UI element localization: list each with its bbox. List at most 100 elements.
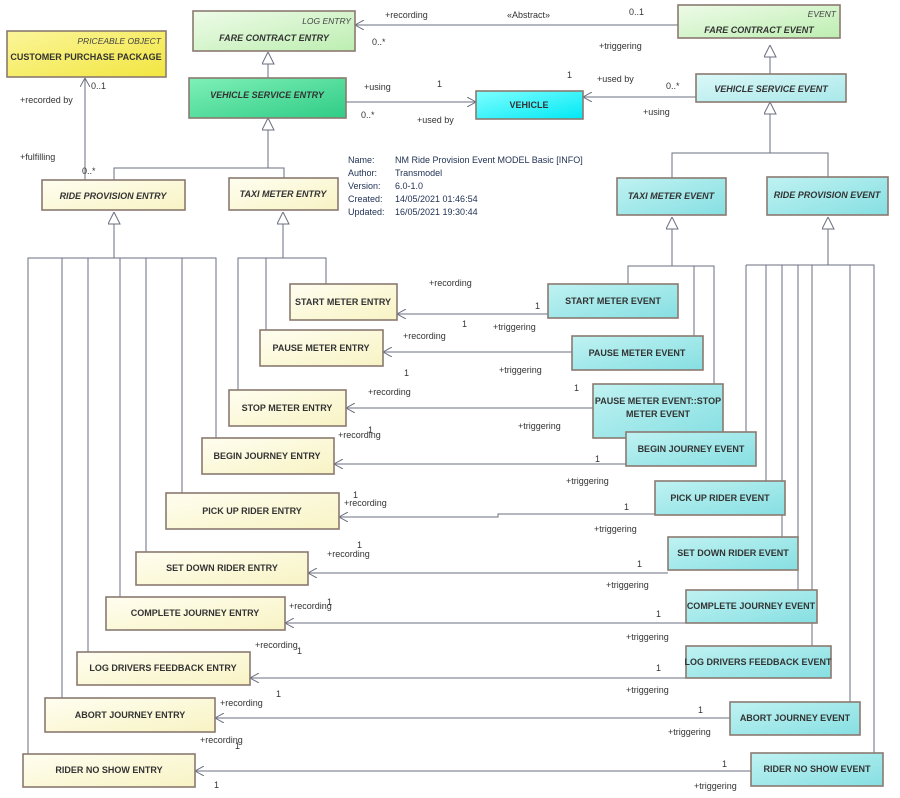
stop-meter-event-class[interactable]: PAUSE METER EVENT::STOP METER EVENT xyxy=(592,383,724,439)
taxi-meter-event-title: TAXI METER EVENT xyxy=(628,191,716,201)
fare-contract-event-title: FARE CONTRACT EVENT xyxy=(704,25,815,35)
label-stop-triggering: +triggering xyxy=(518,421,561,431)
abort-journey-entry-title: ABORT JOURNEY ENTRY xyxy=(75,710,186,720)
set-down-rider-entry-class[interactable]: SET DOWN RIDER ENTRY xyxy=(135,551,309,586)
label-pause-recording: +recording xyxy=(403,331,446,341)
info-version-label: Version: xyxy=(348,181,381,191)
pause-meter-entry-class[interactable]: PAUSE METER ENTRY xyxy=(259,329,384,367)
info-author-label: Author: xyxy=(348,168,377,178)
ride-provision-entry-class[interactable]: RIDE PROVISION ENTRY xyxy=(41,179,186,211)
stop-meter-event-title-line2: METER EVENT xyxy=(626,409,691,419)
pause-meter-event-class[interactable]: PAUSE METER EVENT xyxy=(571,335,704,371)
label-complete-recording: +recording xyxy=(289,601,332,611)
rider-no-show-entry-class[interactable]: RIDER NO SHOW ENTRY xyxy=(22,753,196,788)
vehicle-service-entry-title: VEHICLE SERVICE ENTRY xyxy=(210,90,325,100)
label-start-triggering: +triggering xyxy=(493,322,536,332)
complete-journey-event-title: COMPLETE JOURNEY EVENT xyxy=(687,601,816,611)
label-abort-mult-event: 1 xyxy=(698,705,703,715)
connector-labels: +recorded by 0..1 +fulfilling 0..* +reco… xyxy=(20,7,737,791)
label-start-recording: +recording xyxy=(429,278,472,288)
taxi-meter-event-class[interactable]: TAXI METER EVENT xyxy=(616,177,727,216)
label-setdown-recording: +recording xyxy=(327,549,370,559)
label-used-by-right: +used by xyxy=(597,74,634,84)
info-author-value: Transmodel xyxy=(395,168,442,178)
complete-journey-entry-title: COMPLETE JOURNEY ENTRY xyxy=(131,608,260,618)
complete-journey-event-class[interactable]: COMPLETE JOURNEY EVENT xyxy=(685,589,818,624)
label-setdown-triggering: +triggering xyxy=(606,580,649,590)
label-noshow-recording: +recording xyxy=(200,735,243,745)
abort-journey-event-class[interactable]: ABORT JOURNEY EVENT xyxy=(729,701,861,736)
label-using-left: +using xyxy=(364,82,391,92)
info-version-value: 6.0-1.0 xyxy=(395,181,423,191)
start-meter-entry-class[interactable]: START METER ENTRY xyxy=(289,283,398,321)
set-down-rider-event-class[interactable]: SET DOWN RIDER EVENT xyxy=(667,536,799,571)
vehicle-service-event-class[interactable]: VEHICLE SERVICE EVENT xyxy=(695,73,847,103)
start-meter-event-class[interactable]: START METER EVENT xyxy=(547,283,679,319)
log-drivers-feedback-event-title: LOG DRIVERS FEEDBACK EVENT xyxy=(684,657,832,667)
taxi-meter-entry-class[interactable]: TAXI METER ENTRY xyxy=(228,177,339,211)
fare-contract-event-stereotype: EVENT xyxy=(808,9,837,19)
label-stop-recording: +recording xyxy=(368,387,411,397)
log-drivers-feedback-entry-class[interactable]: LOG DRIVERS FEEDBACK ENTRY xyxy=(76,651,251,686)
label-noshow-triggering: +triggering xyxy=(694,781,737,791)
set-down-rider-event-title: SET DOWN RIDER EVENT xyxy=(677,548,789,558)
label-pause-triggering: +triggering xyxy=(499,365,542,375)
fare-contract-event-class[interactable]: EVENT FARE CONTRACT EVENT xyxy=(677,4,841,39)
info-updated-value: 16/05/2021 19:30:44 xyxy=(395,207,478,217)
label-mult-vsev: 0..* xyxy=(666,81,680,91)
diagram-info-block: Name: NM Ride Provision Event MODEL Basi… xyxy=(348,155,583,217)
customer-purchase-package-stereotype: PRICEABLE OBJECT xyxy=(77,36,161,46)
pick-up-rider-entry-class[interactable]: PICK UP RIDER ENTRY xyxy=(165,492,340,530)
pause-meter-event-title: PAUSE METER EVENT xyxy=(589,348,686,358)
begin-journey-entry-title: BEGIN JOURNEY ENTRY xyxy=(213,451,320,461)
stop-meter-event-title-line1: PAUSE METER EVENT::STOP xyxy=(595,396,721,406)
label-feedback-triggering: +triggering xyxy=(626,685,669,695)
vehicle-title: VEHICLE xyxy=(509,100,548,110)
label-noshow-mult-top: 1 xyxy=(235,741,240,751)
begin-journey-entry-class[interactable]: BEGIN JOURNEY ENTRY xyxy=(201,437,335,475)
pause-meter-entry-title: PAUSE METER ENTRY xyxy=(272,343,369,353)
label-stop-mult-entry: 1 xyxy=(368,425,373,435)
stop-meter-entry-class[interactable]: STOP METER ENTRY xyxy=(228,389,347,427)
label-complete-mult-entry: 1 xyxy=(327,597,332,607)
begin-journey-event-class[interactable]: BEGIN JOURNEY EVENT xyxy=(625,431,757,467)
label-using-right: +using xyxy=(643,107,670,117)
label-pickup-mult-event: 1 xyxy=(624,502,629,512)
label-recorded-by: +recorded by xyxy=(20,95,73,105)
pick-up-rider-event-title: PICK UP RIDER EVENT xyxy=(670,493,770,503)
label-setdown-mult-event: 1 xyxy=(637,559,642,569)
label-mult-rpe: 0..* xyxy=(82,166,96,176)
complete-journey-entry-class[interactable]: COMPLETE JOURNEY ENTRY xyxy=(105,596,286,631)
rider-no-show-event-class[interactable]: RIDER NO SHOW EVENT xyxy=(750,752,884,787)
label-abort-triggering: +triggering xyxy=(668,727,711,737)
vehicle-class[interactable]: VEHICLE xyxy=(475,90,584,120)
label-used-by-left: +used by xyxy=(417,115,454,125)
label-setdown-mult-entry: 1 xyxy=(357,540,362,550)
label-pickup-mult-entry: 1 xyxy=(353,490,358,500)
vehicle-service-entry-class[interactable]: VEHICLE SERVICE ENTRY xyxy=(188,77,347,119)
ride-provision-entry-title: RIDE PROVISION ENTRY xyxy=(60,191,168,201)
label-noshow-mult-entry: 1 xyxy=(214,780,219,790)
ride-provision-event-class[interactable]: RIDE PROVISION EVENT xyxy=(766,176,889,216)
fare-contract-entry-class[interactable]: LOG ENTRY FARE CONTRACT ENTRY xyxy=(192,10,356,52)
label-mult-fce: 0..* xyxy=(372,37,386,47)
label-abstract: «Abstract» xyxy=(507,10,550,20)
rider-no-show-entry-title: RIDER NO SHOW ENTRY xyxy=(55,765,162,775)
ride-provision-event-title: RIDE PROVISION EVENT xyxy=(774,190,882,200)
abort-journey-entry-class[interactable]: ABORT JOURNEY ENTRY xyxy=(44,697,216,733)
label-mult-cpp: 0..1 xyxy=(91,81,106,91)
rider-no-show-event-title: RIDER NO SHOW EVENT xyxy=(763,764,871,774)
connectors xyxy=(27,25,875,771)
vehicle-service-event-title: VEHICLE SERVICE EVENT xyxy=(714,84,829,94)
log-drivers-feedback-event-class[interactable]: LOG DRIVERS FEEDBACK EVENT xyxy=(684,645,832,679)
label-pickup-recording: +recording xyxy=(344,498,387,508)
customer-purchase-package-title: CUSTOMER PURCHASE PACKAGE xyxy=(10,52,161,62)
label-begin-recording: +recording xyxy=(338,430,381,440)
label-stop-mult-event: 1 xyxy=(574,383,579,393)
pick-up-rider-event-class[interactable]: PICK UP RIDER EVENT xyxy=(654,480,786,516)
label-pickup-triggering: +triggering xyxy=(594,524,637,534)
info-name-value: NM Ride Provision Event MODEL Basic [INF… xyxy=(395,155,583,165)
label-fce-recording: +recording xyxy=(385,10,428,20)
customer-purchase-package-class[interactable]: PRICEABLE OBJECT CUSTOMER PURCHASE PACKA… xyxy=(6,30,167,78)
